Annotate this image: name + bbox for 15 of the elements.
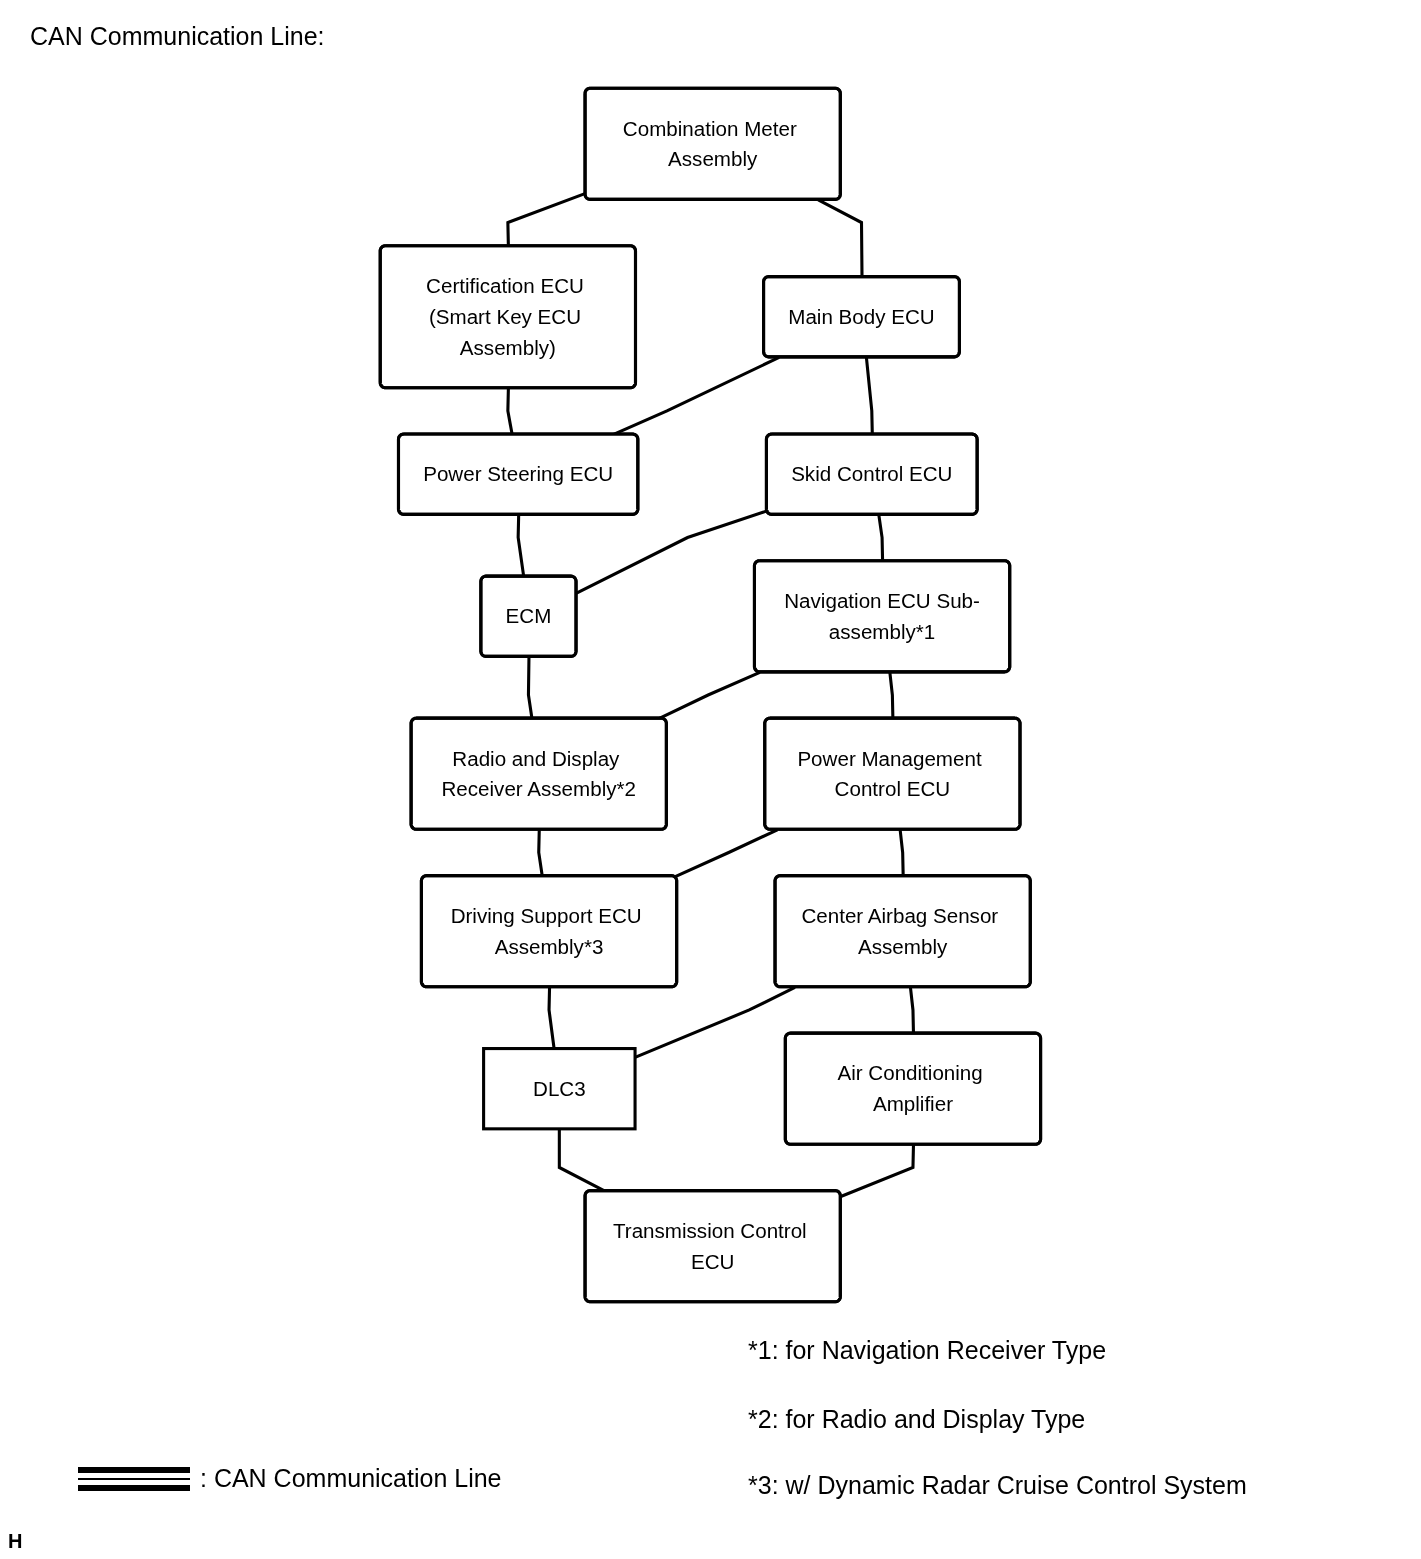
figure-code: H [8,1530,23,1553]
footnote: *1: for Navigation Receiver Type [748,1336,1107,1365]
connector [505,388,514,435]
connector [673,828,778,879]
connector [526,656,534,719]
connector [547,987,556,1049]
connector [864,357,874,435]
footnote: *3: w/ Dynamic Radar Cruise Control System [748,1471,1247,1500]
connector [887,672,894,719]
node-box: DLC3 [481,1047,637,1131]
footnote: *2: for Radio and Display Type [748,1405,1086,1434]
connector [908,987,915,1034]
connector [516,514,525,577]
legend-label: : CAN Communication Line [200,1464,502,1493]
diagram-title: CAN Communication Line: [30,22,325,51]
